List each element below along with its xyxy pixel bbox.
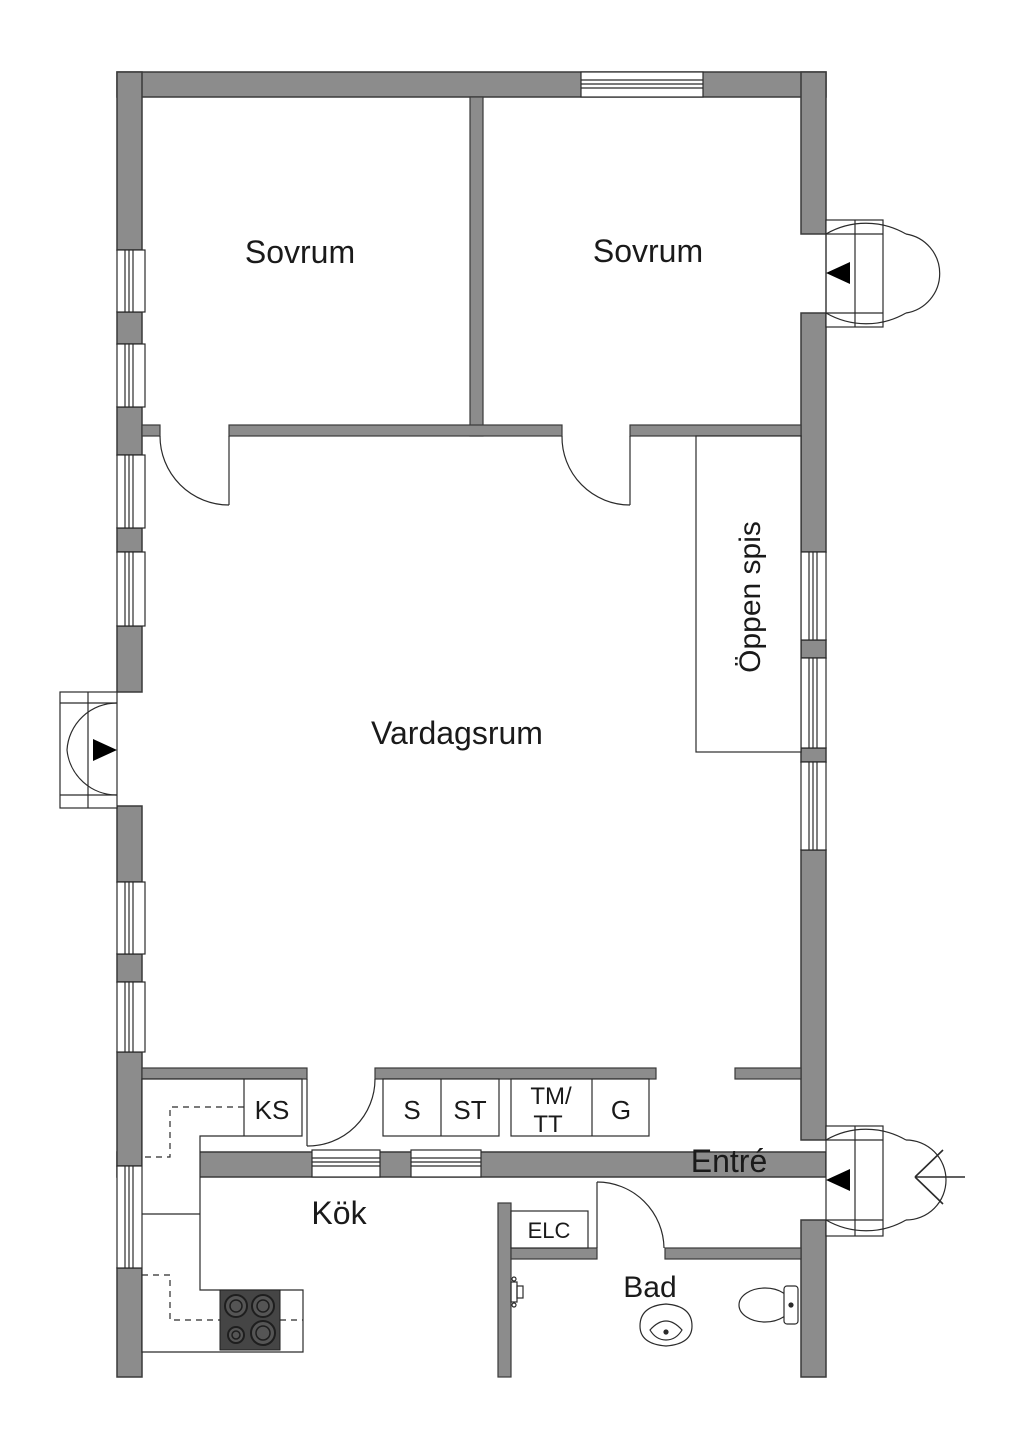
interior-walls bbox=[141, 96, 802, 1378]
window-top bbox=[580, 71, 704, 98]
kitchen-fixtures bbox=[141, 1078, 650, 1353]
room-label-fireplace: Öppen spis bbox=[734, 521, 767, 673]
window-left-6 bbox=[116, 981, 146, 1053]
sink-icon bbox=[639, 1303, 693, 1347]
room-label-bedroom-2: Sovrum bbox=[593, 233, 703, 269]
room-labels: Sovrum Sovrum Vardagsrum Öppen spis Kök … bbox=[245, 233, 767, 1304]
fixture-label-g: G bbox=[611, 1095, 631, 1125]
fixture-label-elc: ELC bbox=[528, 1218, 571, 1243]
room-label-bedroom-1: Sovrum bbox=[245, 234, 355, 270]
stove-icon bbox=[219, 1289, 281, 1351]
door-bedroom-1[interactable] bbox=[159, 435, 230, 506]
door-bathroom[interactable] bbox=[596, 1181, 665, 1249]
door-arrows bbox=[93, 262, 850, 1191]
window-left-3 bbox=[116, 454, 146, 529]
window-left-2 bbox=[116, 343, 146, 408]
window-left-7 bbox=[116, 1165, 146, 1269]
fireplace bbox=[695, 435, 802, 753]
fixture-labels: KS S ST TM/ TT G ELC bbox=[255, 1083, 631, 1243]
room-label-hall: Entré bbox=[691, 1143, 767, 1179]
fixture-label-s: S bbox=[403, 1095, 420, 1125]
door-arrow-icon bbox=[826, 262, 850, 284]
fixture-label-st: ST bbox=[453, 1095, 486, 1125]
window-right-2 bbox=[800, 657, 827, 749]
window-left-1 bbox=[116, 249, 146, 313]
interior-doors bbox=[159, 435, 665, 1249]
entrance-arrow-icon bbox=[914, 1149, 965, 1205]
windows bbox=[116, 71, 827, 1269]
door-arrow-icon bbox=[93, 739, 117, 761]
window-bottom-1 bbox=[311, 1149, 381, 1178]
door-arrow-icon bbox=[826, 1169, 850, 1191]
faucet-icon bbox=[510, 1276, 524, 1308]
fixture-label-tt: TT bbox=[533, 1111, 563, 1138]
window-left-4 bbox=[116, 551, 146, 627]
room-label-living-room: Vardagsrum bbox=[371, 715, 543, 751]
window-bottom-2 bbox=[410, 1149, 482, 1178]
window-right-3 bbox=[800, 761, 827, 851]
room-label-kitchen: Kök bbox=[311, 1195, 367, 1231]
door-kitchen[interactable] bbox=[306, 1078, 376, 1147]
fixture-label-ks: KS bbox=[255, 1095, 290, 1125]
window-left-5 bbox=[116, 881, 146, 955]
room-label-bathroom: Bad bbox=[623, 1271, 676, 1304]
toilet-icon bbox=[738, 1285, 799, 1325]
window-right-1 bbox=[800, 551, 827, 641]
door-bedroom-2[interactable] bbox=[561, 435, 631, 506]
fixture-label-tm: TM/ bbox=[530, 1083, 572, 1110]
